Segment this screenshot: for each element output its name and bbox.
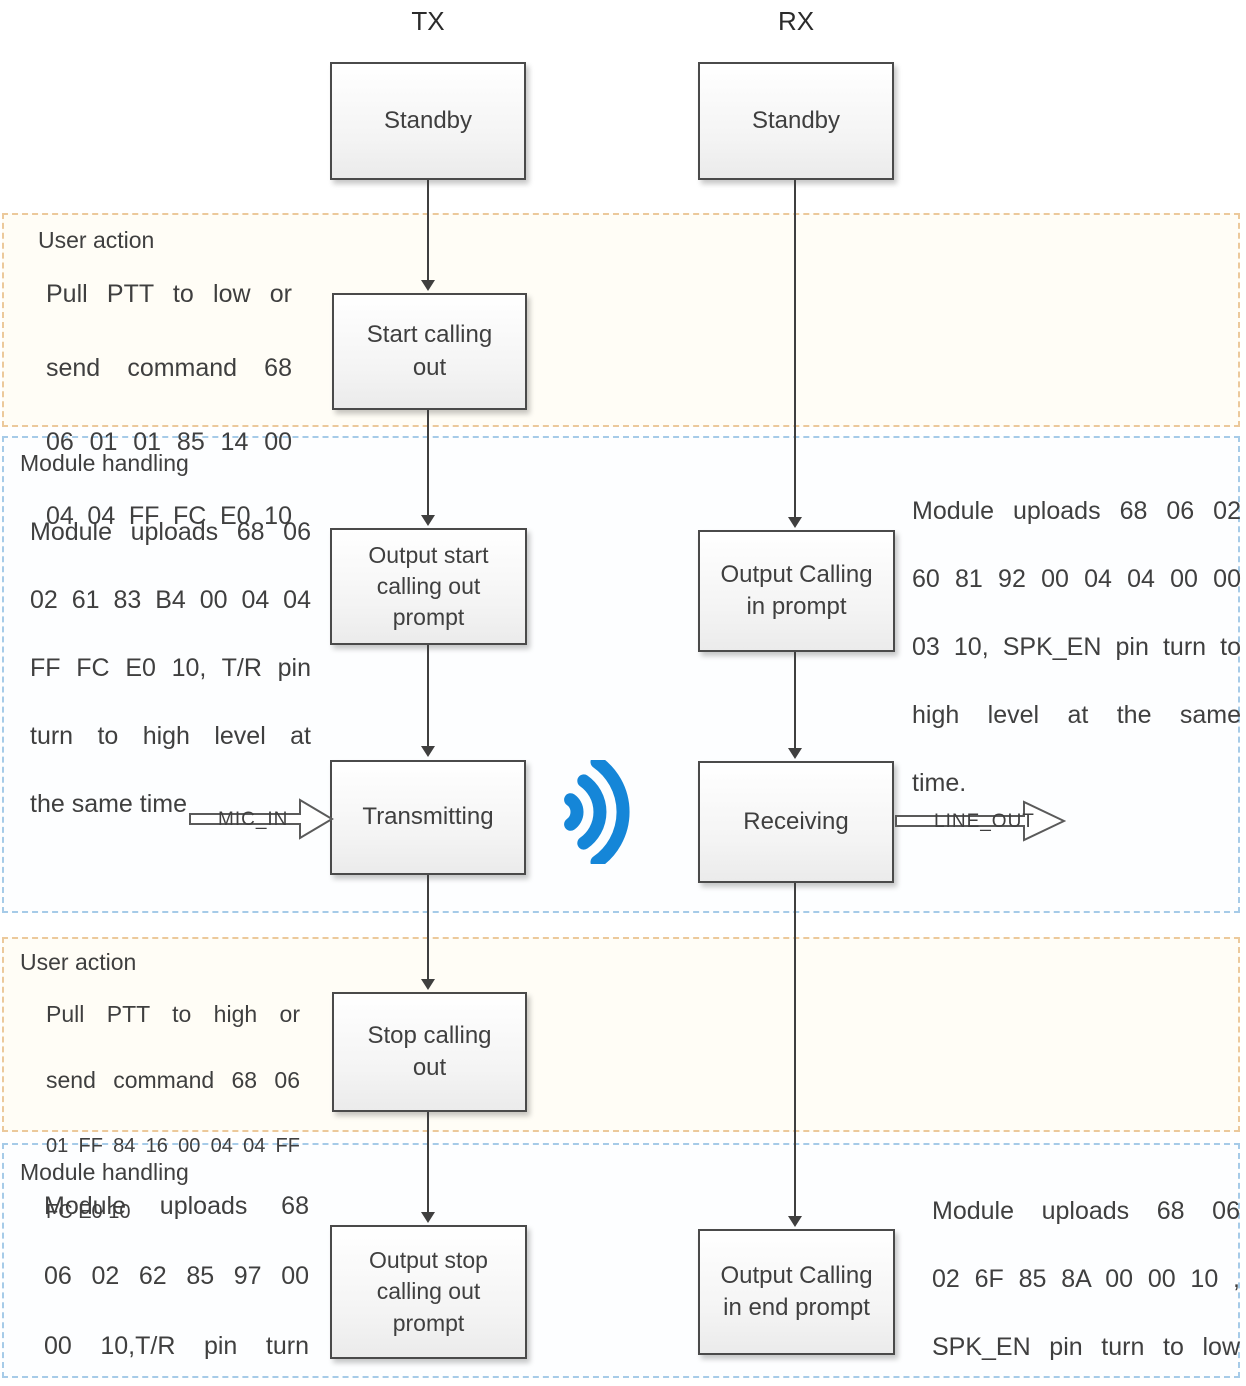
stop-calling-out-label: Stop calling out bbox=[367, 1021, 492, 1081]
arrow-receiving-to-calling-in-end bbox=[788, 883, 802, 1227]
band-user-action-1-label: User action bbox=[38, 227, 155, 253]
tx-standby-box: Standby bbox=[330, 62, 526, 180]
mic-in-label: MIC_IN bbox=[218, 809, 289, 830]
band-module-handling-2-label: Module handling bbox=[20, 1159, 189, 1185]
tx-column-header: TX bbox=[411, 6, 445, 36]
arrow-calling-in-to-receiving bbox=[788, 652, 802, 759]
line-out-arrow bbox=[895, 800, 1066, 842]
output-calling-in-box: Output Calling in prompt bbox=[698, 530, 895, 652]
transmitting-box: Transmitting bbox=[330, 760, 526, 875]
output-stop-prompt-box: Output stop calling out prompt bbox=[330, 1225, 527, 1359]
band-user-action-1: User action bbox=[2, 213, 1240, 427]
output-start-prompt-label: Output start calling out prompt bbox=[368, 541, 489, 631]
rx-standby-label: Standby bbox=[751, 106, 841, 134]
band-user-action-2-label: User action bbox=[20, 949, 137, 975]
rx-column-header: RX bbox=[777, 6, 815, 36]
arrow-transmitting-to-stop bbox=[421, 875, 435, 990]
start-calling-out-box: Start calling out bbox=[332, 293, 527, 410]
receiving-box: Receiving bbox=[698, 761, 894, 883]
output-start-prompt-box: Output start calling out prompt bbox=[330, 528, 527, 645]
receiving-label: Receiving bbox=[743, 807, 849, 835]
wifi-signal-icon bbox=[564, 760, 630, 864]
band-module-handling-2: Module handling bbox=[2, 1143, 1240, 1378]
transmitting-label: Transmitting bbox=[362, 803, 494, 831]
tx-standby-label: Standby bbox=[383, 106, 473, 134]
arrow-rx-standby-to-calling-in bbox=[788, 180, 802, 528]
line-out-label: LINE_OUT bbox=[934, 811, 1035, 832]
band-module-handling-1-label: Module handling bbox=[20, 450, 189, 476]
arrow-start-to-output-start bbox=[421, 410, 435, 526]
arrow-tx-standby-to-start bbox=[421, 180, 435, 291]
start-calling-out-label: Start calling out bbox=[366, 321, 493, 381]
arrow-stop-to-output-stop bbox=[421, 1112, 435, 1223]
band-user-action-2: User action bbox=[2, 937, 1240, 1132]
rx-standby-box: Standby bbox=[698, 62, 894, 180]
output-calling-in-end-box: Output Calling in end prompt bbox=[698, 1229, 895, 1355]
output-calling-in-end-label: Output Calling in end prompt bbox=[720, 1261, 873, 1321]
mic-in-arrow bbox=[189, 798, 334, 840]
output-calling-in-label: Output Calling in prompt bbox=[720, 560, 873, 620]
arrow-output-start-to-transmitting bbox=[421, 645, 435, 757]
output-stop-prompt-label: Output stop calling out prompt bbox=[369, 1247, 488, 1336]
stop-calling-out-box: Stop calling out bbox=[332, 992, 527, 1112]
